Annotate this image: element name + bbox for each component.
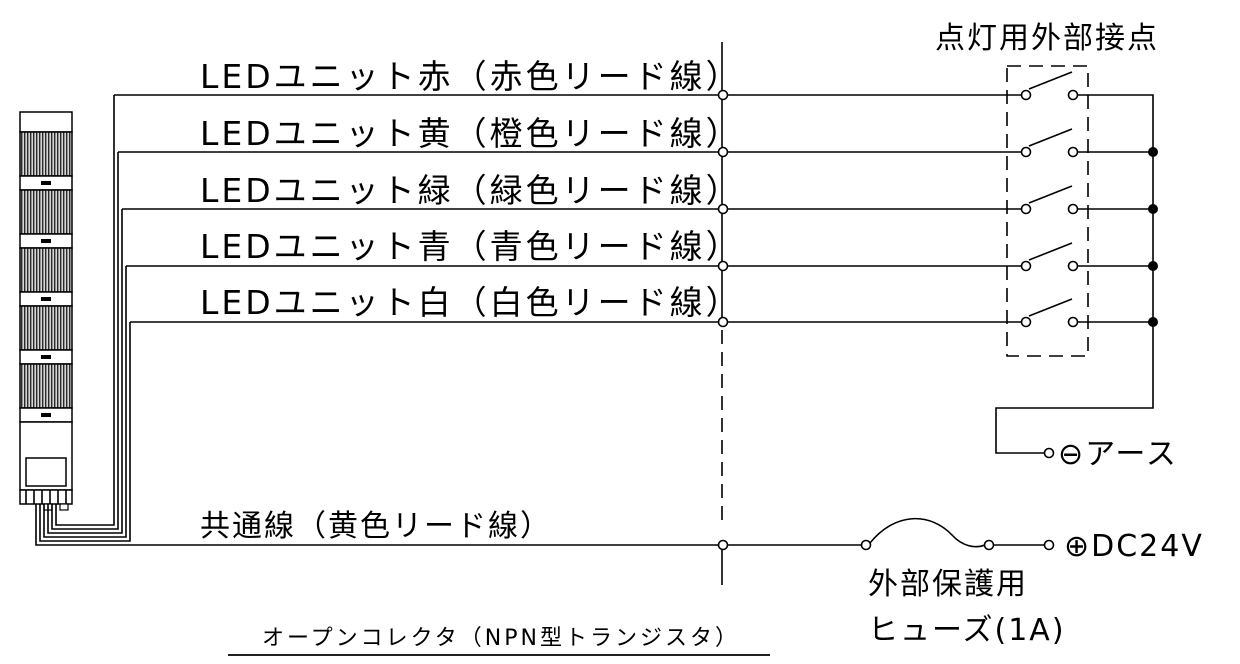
- tower-segment-green: [19, 247, 73, 307]
- led-green-label: LEDユニット緑（緑色リード線）: [200, 171, 742, 210]
- switch-box: [1006, 65, 1089, 357]
- switch-yellow: [1020, 128, 1079, 158]
- led-red-label: LEDユニット赤（赤色リード線）: [200, 57, 742, 96]
- switch-red: [1020, 71, 1079, 101]
- tower-segment-white: [19, 363, 73, 423]
- fuse-label-line2: ヒューズ(1A): [868, 613, 1066, 648]
- tower-segment-blue: [19, 305, 73, 365]
- terminal-common: [717, 539, 729, 551]
- earth-label: ⊖アース: [1058, 437, 1178, 472]
- switch-output-bus: [995, 94, 1154, 454]
- wire-blue: [43, 265, 723, 538]
- fuse-label-line1: 外部保護用: [868, 567, 1028, 602]
- terminal-red: [717, 89, 729, 101]
- wire-yellow: [51, 151, 723, 530]
- terminal-white: [717, 316, 729, 328]
- footer-label: オープンコレクタ（NPN型トランジスタ）: [262, 626, 740, 651]
- led-yellow-label: LEDユニット黄（橙色リード線）: [200, 114, 742, 153]
- wire-red: [55, 94, 723, 526]
- tower-segment-red: [19, 131, 73, 191]
- wire-white: [39, 321, 723, 542]
- led-blue-label: LEDユニット青（青色リード線）: [200, 227, 742, 266]
- switch-box-title: 点灯用外部接点: [935, 21, 1159, 56]
- terminals: [717, 89, 729, 551]
- switch-input-wires: [727, 94, 1022, 323]
- tower-segment-yellow: [19, 189, 73, 249]
- led-white-label: LEDユニット白（白色リード線）: [200, 283, 742, 322]
- lead-wires: [35, 94, 723, 546]
- switch-white: [1020, 298, 1079, 328]
- tower-cable-gland: [19, 489, 73, 505]
- dc-terminal: [1043, 539, 1055, 551]
- dc-label: ⊕DC24V: [1064, 529, 1204, 564]
- wire-green: [47, 208, 723, 534]
- bus-junctions: [1148, 147, 1158, 327]
- wire-common: [35, 504, 723, 546]
- terminal-yellow: [717, 146, 729, 158]
- signal-tower: [19, 111, 73, 511]
- switch-green: [1020, 185, 1079, 215]
- switch-blue: [1020, 242, 1079, 272]
- earth-terminal: [1043, 447, 1055, 459]
- switches: [1020, 71, 1079, 328]
- terminal-blue: [717, 260, 729, 272]
- fuse-icon: [869, 517, 986, 548]
- common-line-label: 共通線（黄色リード線）: [200, 509, 552, 544]
- terminal-green: [717, 203, 729, 215]
- fuse-terminal-right: [983, 539, 995, 551]
- fuse-terminal-left: [860, 539, 872, 551]
- tower-base-window: [25, 457, 67, 487]
